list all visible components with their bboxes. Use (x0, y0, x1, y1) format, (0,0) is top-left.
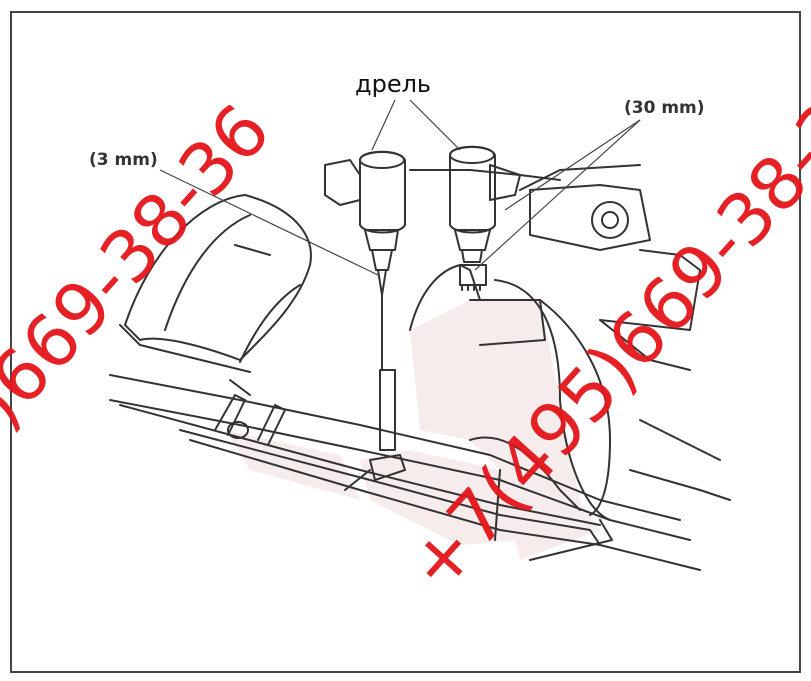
part-outline (109, 145, 731, 571)
large-bit-label: (30 mm) (624, 98, 705, 118)
drill-label: дрель (355, 70, 432, 98)
small-bit-label: (3 mm) (89, 150, 158, 170)
shaded-regions (225, 300, 600, 560)
leader-lines (159, 99, 641, 276)
